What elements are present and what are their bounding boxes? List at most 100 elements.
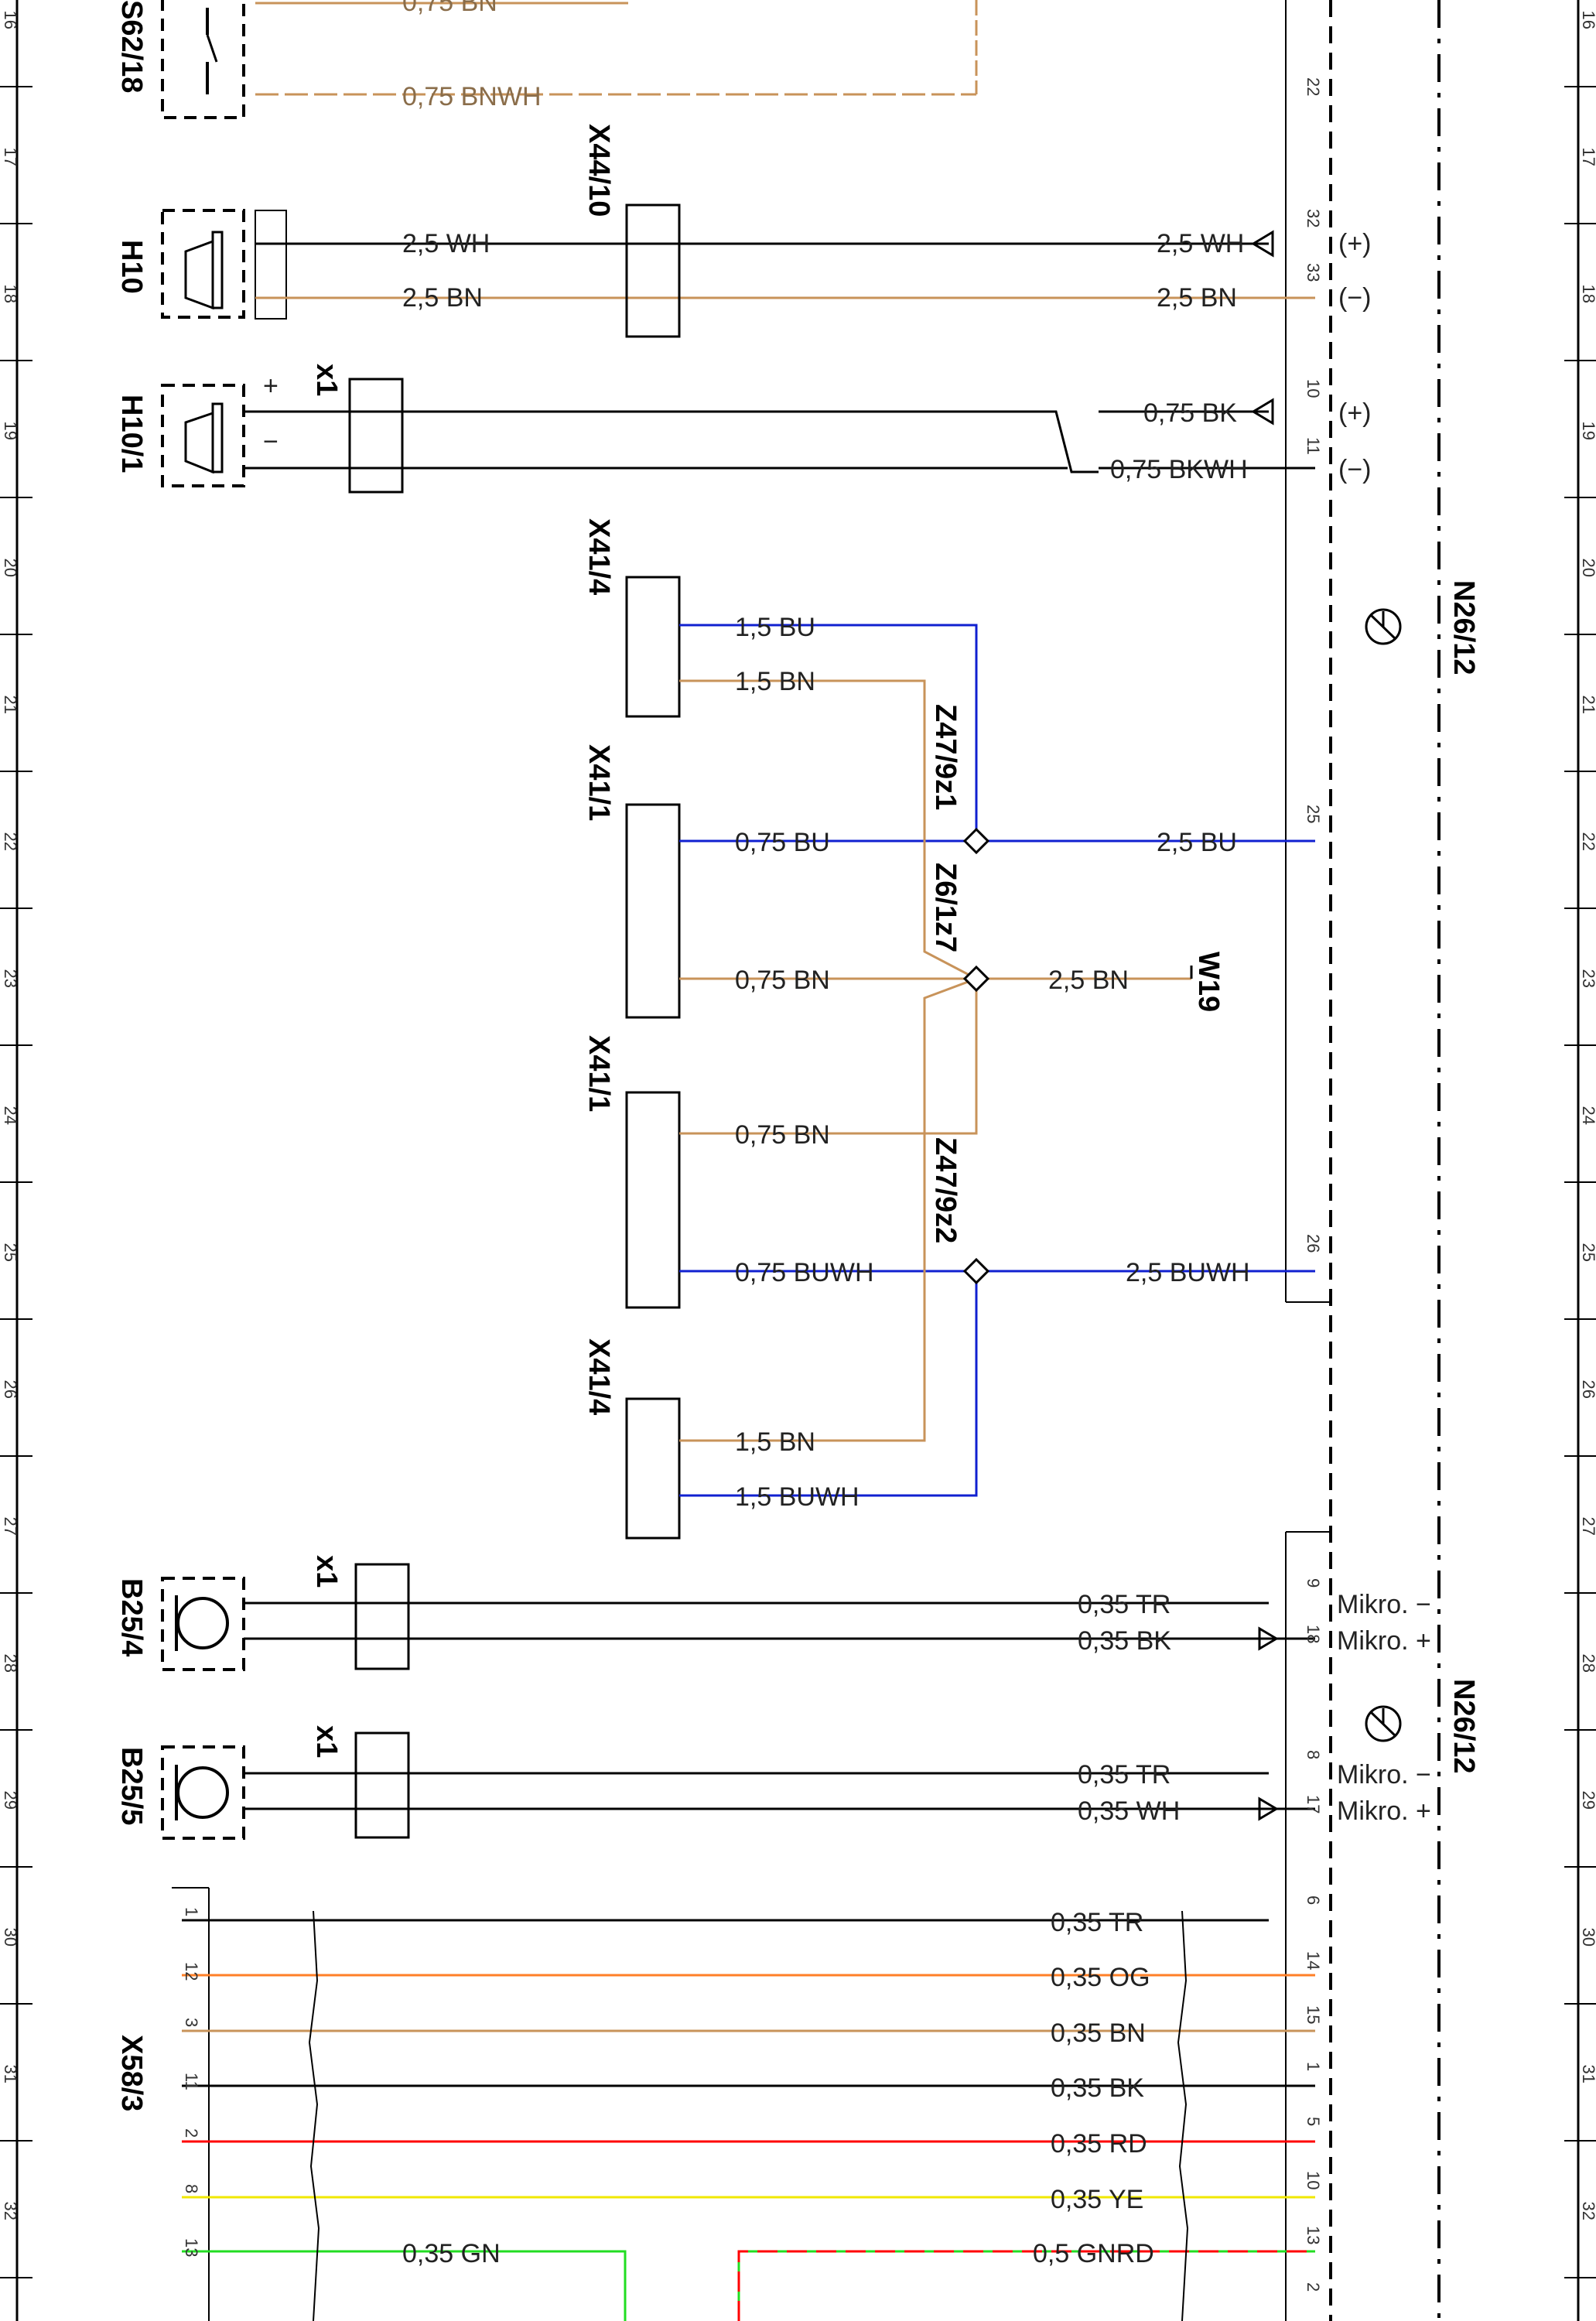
ruler-zone-label: 26 <box>1579 1380 1596 1399</box>
ruler-zone-label: 21 <box>1579 696 1596 714</box>
x58-3-label: X58/3 <box>115 2035 148 2111</box>
ruler-zone-label: 16 <box>1579 11 1596 29</box>
x58-pin-number: 12 <box>182 1962 201 1981</box>
wire-label-z47z2-buwh: 2,5 BUWH <box>1126 1258 1250 1287</box>
wire-label-z47-bu: 2,5 BU <box>1157 828 1237 857</box>
h10-connector <box>255 210 287 320</box>
wire-label-x411-bu: 0,75 BU <box>735 828 830 857</box>
h10-speaker <box>161 209 245 319</box>
ruler-zone-label: 25 <box>1579 1243 1596 1262</box>
x41-4-bot-label: X41/4 <box>583 1338 615 1415</box>
n26-pin-18: 18 <box>1304 1625 1323 1643</box>
z47-9z2-label: Z47/9z2 <box>929 1137 962 1243</box>
splice-icon <box>962 827 990 1285</box>
h10-1-minus: − <box>263 427 279 456</box>
ruler-zone-label: 31 <box>1579 2065 1596 2083</box>
n26-12-body <box>1285 0 1441 2321</box>
wire-label-h101-bk: 0,75 BK <box>1143 398 1237 428</box>
n26-pin-9: 9 <box>1304 1578 1323 1588</box>
wire-label-x414b-bn: 1,5 BN <box>735 1427 815 1457</box>
ruler-zone-label: 22 <box>1 832 20 851</box>
x58-pin-number: 3 <box>182 2018 201 2027</box>
wire-label-h101-bkwh: 0,75 BKWH <box>1110 455 1248 484</box>
page-frame <box>15 0 1580 2321</box>
x1-connector-b <box>354 1563 410 1670</box>
wire-label-z6-bn: 2,5 BN <box>1048 966 1129 995</box>
wire-h101-bk-cross <box>1033 410 1099 473</box>
n26-pin-2: 2 <box>1304 2282 1323 2292</box>
wire-label-x58-gnrd: 0,5 GNRD <box>1033 2239 1154 2268</box>
ruler-zone-label: 18 <box>1579 285 1596 303</box>
wire-label-x414b-buwh: 1,5 BUWH <box>735 1482 860 1512</box>
x41-1-a-connector <box>625 803 681 1019</box>
wire-x411b-bn <box>679 979 978 1135</box>
ruler-zone-label: 30 <box>1 1928 20 1947</box>
n26-pin-11: 11 <box>1304 437 1323 455</box>
ruler-zone-label: 17 <box>1 148 20 166</box>
x58-pin-number: 8 <box>182 2184 201 2193</box>
ruler-zone-label: 27 <box>1579 1517 1596 1536</box>
wire-x414-bu <box>679 624 978 841</box>
n26-pin-17: 17 <box>1304 1795 1323 1813</box>
wire-label-x411b-buwh: 0,75 BUWH <box>735 1258 874 1287</box>
shield-arrow-icon <box>1251 398 1274 426</box>
w19-label: W19 <box>1192 952 1225 1012</box>
n26-pin-10: 10 <box>1304 379 1323 398</box>
wire-label-x411-bn: 0,75 BN <box>735 966 830 995</box>
n26-func-mik-minus-a: Mikro. − <box>1337 1590 1431 1619</box>
ruler-zone-label: 19 <box>1 422 20 440</box>
ruler-zone-label: 20 <box>1579 559 1596 577</box>
n26-pin-26: 26 <box>1304 1234 1323 1253</box>
ruler-zone-label: 18 <box>1 285 20 303</box>
wire-label-x414-bu: 1,5 BU <box>735 613 815 642</box>
n26-pin-22: 22 <box>1304 77 1323 96</box>
wire-label-x414-bn: 1,5 BN <box>735 667 815 696</box>
n26-pin-14: 14 <box>1304 1951 1323 1970</box>
wire-label-b255-wh: 0,35 WH <box>1078 1796 1180 1826</box>
wire-label-h10-bn-l: 2,5 BN <box>402 283 483 313</box>
ruler-zone-label: 20 <box>1 559 20 577</box>
h10-1-speaker <box>161 384 245 487</box>
ruler-zone-label: 21 <box>1 696 20 714</box>
ruler-zone-label: 32 <box>1 2202 20 2220</box>
n26-func-mik-plus-a: Mikro. + <box>1337 1626 1431 1656</box>
wire-label-b254-tr: 0,35 TR <box>1078 1590 1171 1619</box>
x1-connector-a <box>348 378 404 494</box>
n26-func-plus-a: (+) <box>1338 229 1372 258</box>
wire-label-x58-gn: 0,35 GN <box>402 2239 501 2268</box>
ruler-zone-label: 30 <box>1579 1928 1596 1947</box>
ruler-zone-label: 16 <box>1 11 20 29</box>
ruler-zone-label: 23 <box>1 969 20 988</box>
amplifier-icon <box>1258 1796 1279 1821</box>
b25-4-microphone <box>161 1577 245 1671</box>
wire-label-x58-tr: 0,35 TR <box>1051 1908 1143 1937</box>
x1-label-a: x1 <box>310 364 343 396</box>
x58-pin-number: 11 <box>182 2073 201 2090</box>
wire-label-x58-bk: 0,35 BK <box>1051 2073 1144 2103</box>
n26-12-label-top: N26/12 <box>1447 580 1480 675</box>
h10-label: H10 <box>115 240 148 294</box>
x41-1-b-label: X41/1 <box>583 1035 615 1112</box>
amplifier-icon <box>1258 1626 1279 1651</box>
n26-func-mik-minus-b: Mikro. − <box>1337 1760 1431 1789</box>
ruler-zone-label: 29 <box>1 1791 20 1810</box>
x58-pin-number: 2 <box>182 2128 201 2138</box>
n26-12-label-bottom: N26/12 <box>1447 1679 1480 1774</box>
wire-label-x58-og: 0,35 OG <box>1051 1963 1150 1992</box>
shield-arrow-icon <box>1251 230 1274 258</box>
wire-label-s62-bnwh: 0,75 BNWH <box>402 82 542 111</box>
n26-func-minus-b: (−) <box>1338 455 1372 484</box>
ruler-zone-label: 28 <box>1579 1654 1596 1673</box>
x44-10-label: X44/10 <box>583 124 615 217</box>
x1-connector-c <box>354 1731 410 1839</box>
x41-1-a-label: X41/1 <box>583 744 615 821</box>
x44-10-connector <box>625 203 681 338</box>
x58-pin-number: 1 <box>182 1907 201 1916</box>
x41-1-b-connector <box>625 1091 681 1309</box>
wire-label-h10-bn-r: 2,5 BN <box>1157 283 1237 313</box>
ruler-ticks <box>0 86 1596 2278</box>
ruler-zone-label: 28 <box>1 1654 20 1673</box>
ruler-zone-label: 31 <box>1 2065 20 2083</box>
wire-x58-gnrd <box>737 2250 1315 2321</box>
